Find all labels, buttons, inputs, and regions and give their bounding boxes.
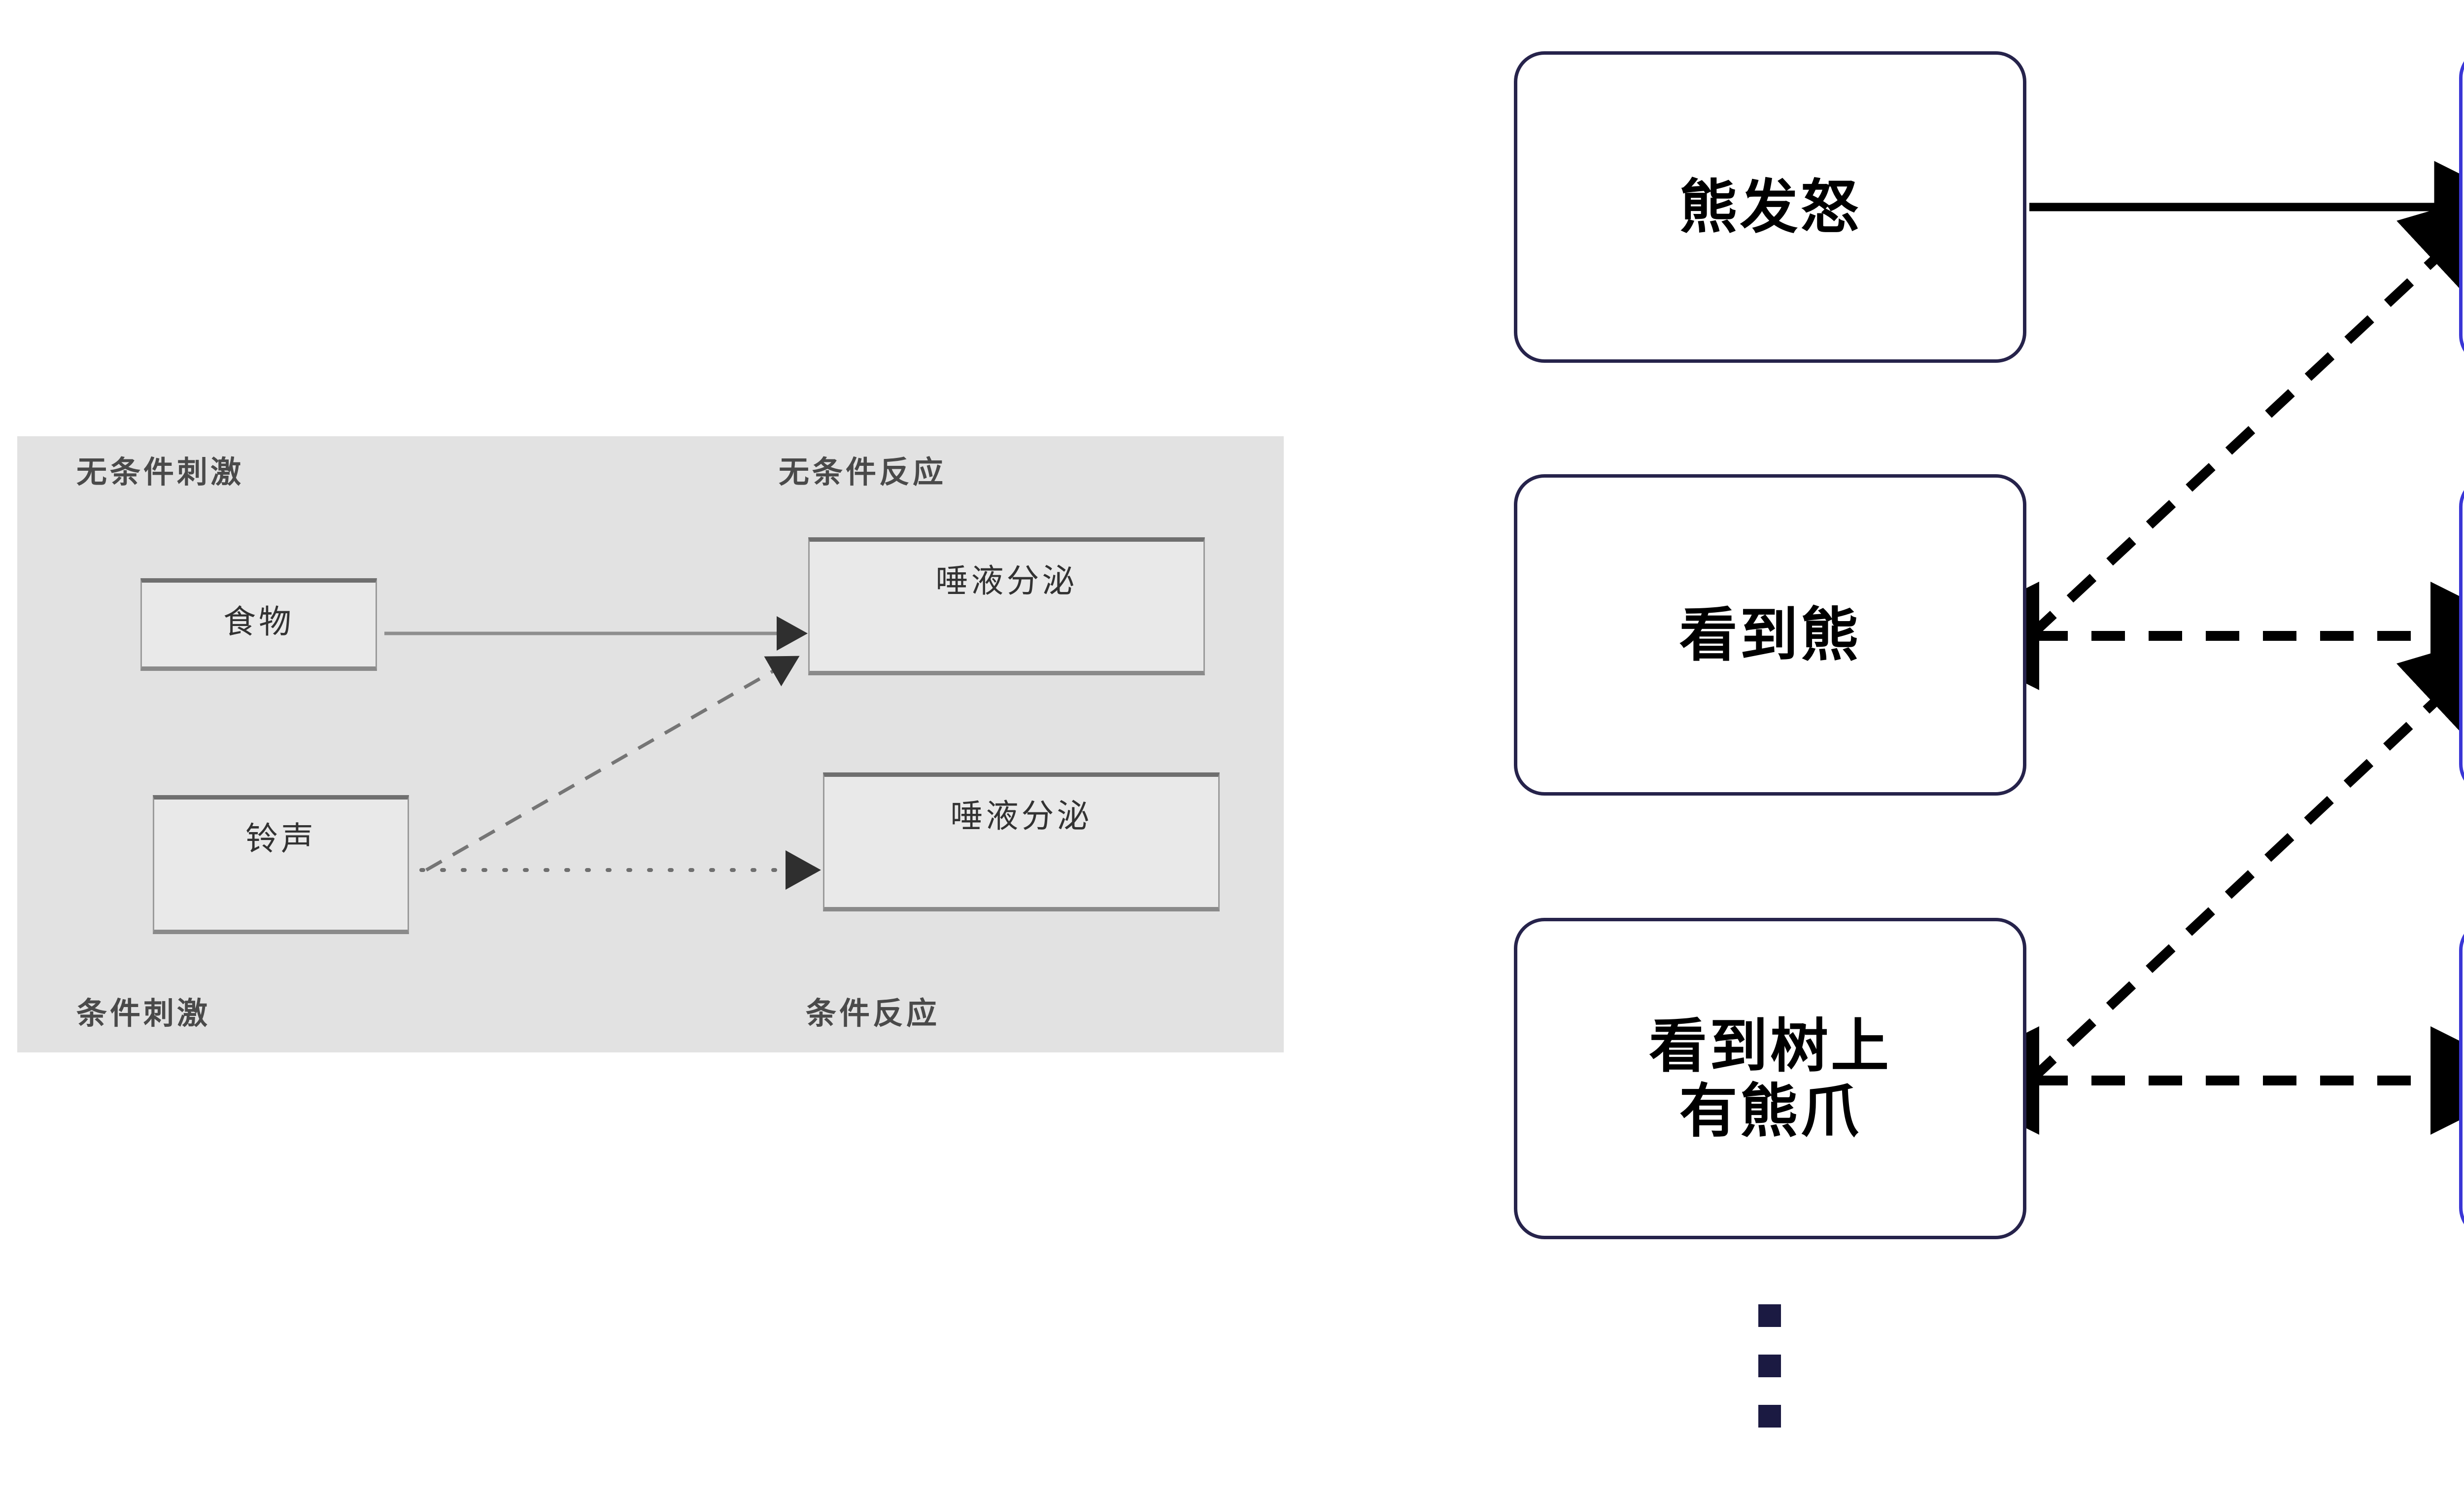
node-reward[interactable]: 奖励: [2459, 47, 2464, 366]
vertical-ellipsis-left: [1758, 1304, 1781, 1428]
node-v-s[interactable]: V(s): [2459, 920, 2464, 1238]
label-conditioned-response: 条件反应: [806, 995, 940, 1031]
label-conditioned-stimulus: 条件刺激: [76, 995, 211, 1031]
node-see-claw-line1: 看到树上: [1648, 1011, 1891, 1080]
ellipsis-square: [1758, 1405, 1781, 1428]
box-food-label: 食物: [223, 603, 294, 641]
node-see-claw[interactable]: 看到树上 有熊爪: [1514, 918, 2026, 1239]
node-see-bear[interactable]: 看到熊: [1514, 474, 2026, 796]
box-bell-label: 铃声: [245, 820, 316, 858]
node-see-bear-label: 看到熊: [1679, 600, 1861, 669]
classical-conditioning-panel: 无条件刺激 无条件反应 条件刺激 条件反应 食物 铃声: [17, 436, 1284, 1052]
box-salivation-top: 唾液分泌: [808, 537, 1205, 675]
node-see-claw-line2: 有熊爪: [1679, 1077, 1861, 1145]
ellipsis-square: [1758, 1355, 1781, 1377]
edge-see-bear-to-reward: [2027, 186, 2464, 640]
edge-bell-salivation-top: [425, 656, 800, 872]
label-unconditioned-stimulus: 无条件刺激: [76, 454, 244, 490]
box-food: 食物: [140, 578, 377, 671]
box-salivation-bottom: 唾液分泌: [823, 772, 1220, 911]
edge-see-claw-to-v-s-prime: [2027, 629, 2464, 1084]
node-v-s-prime[interactable]: V(s′): [2459, 476, 2464, 795]
ellipsis-square: [1758, 1304, 1781, 1327]
node-see-claw-label: 看到树上 有熊爪: [1649, 1013, 1891, 1144]
node-bear-angry-label: 熊发怒: [1679, 173, 1861, 241]
node-bear-angry[interactable]: 熊发怒: [1514, 51, 2026, 363]
classical-conditioning-edges: [384, 616, 821, 890]
label-unconditioned-response: 无条件反应: [779, 454, 947, 490]
box-salivation-top-label: 唾液分泌: [935, 562, 1078, 600]
box-bell: 铃声: [153, 795, 409, 934]
box-salivation-bottom-label: 唾液分泌: [950, 797, 1093, 835]
